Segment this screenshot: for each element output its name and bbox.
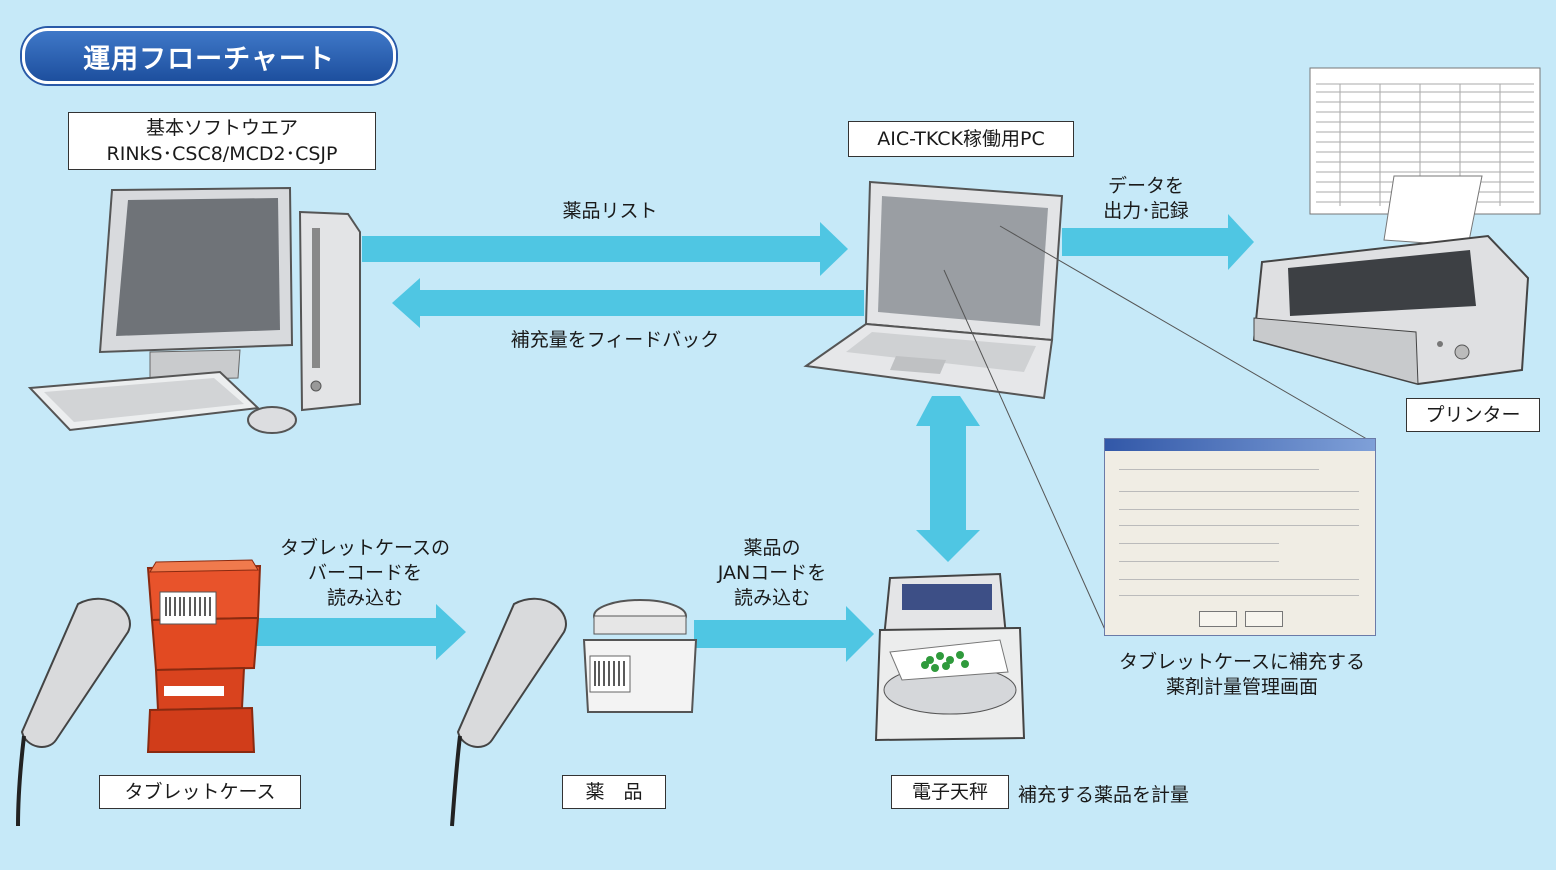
screen-caption-line2: 薬剤計量管理画面 (1165, 676, 1318, 698)
read-case-line2: バーコードを (307, 562, 422, 584)
printer-illustration (1252, 67, 1541, 386)
laptop-illustration (803, 180, 1064, 400)
page-title: 運用フローチャート (22, 28, 396, 84)
dialog-button-ok (1199, 611, 1237, 627)
tablet-case-illustration (146, 559, 262, 753)
arrow-label-read-drug: 薬品の JANコードを 読み込む (692, 536, 852, 611)
drug-bottle-illustration (582, 599, 698, 713)
arrow-pc-scale (916, 396, 980, 562)
pc-label-box: AIC-TKCK稼働用PC (848, 121, 1074, 157)
arrow-read-case (248, 604, 466, 660)
software-label-box: 基本ソフトウエア RINkS･CSC8/MCD2･CSJP (68, 112, 376, 170)
arrow-read-drug (694, 606, 874, 662)
read-drug-line1: 薬品の (743, 537, 801, 559)
arrow-label-feedback: 補充量をフィードバック (510, 329, 720, 351)
barcode-scanner-center-illustration (450, 597, 567, 827)
scale-caption: 補充する薬品を計量 (1018, 784, 1190, 806)
software-label-line2: RINkS･CSC8/MCD2･CSJP (106, 143, 338, 165)
management-screen-thumbnail (1104, 438, 1376, 636)
drug-label-box: 薬 品 (562, 775, 666, 809)
dialog-button-cancel (1245, 611, 1283, 627)
read-case-line3: 読み込む (326, 587, 403, 609)
arrow-drug-list (362, 222, 848, 276)
printer-label-box: プリンター (1406, 398, 1540, 432)
arrow-output (1062, 214, 1254, 270)
scale-label-box: 電子天秤 (891, 775, 1009, 809)
arrow-label-read-case: タブレットケースの バーコードを 読み込む (260, 536, 470, 611)
output-line2: 出力･記録 (1103, 200, 1189, 222)
arrow-feedback (392, 278, 864, 328)
read-case-line1: タブレットケースの (279, 537, 451, 559)
barcode-scanner-left-illustration (16, 597, 131, 827)
screen-caption-line1: タブレットケースに補充する (1118, 651, 1366, 673)
electronic-scale-illustration (874, 572, 1026, 742)
screen-caption: タブレットケースに補充する 薬剤計量管理画面 (1100, 650, 1384, 700)
read-drug-line2: JANコードを (717, 562, 827, 584)
arrow-label-drug-list: 薬品リスト (562, 200, 658, 222)
read-drug-line3: 読み込む (733, 587, 810, 609)
output-line1: データを (1107, 175, 1184, 197)
window-titlebar (1105, 439, 1375, 451)
arrow-label-output: データを 出力･記録 (1076, 174, 1216, 224)
desktop-pc-illustration (27, 186, 361, 434)
software-label-line1: 基本ソフトウエア (145, 117, 298, 139)
tablet-case-label-box: タブレットケース (99, 775, 301, 809)
